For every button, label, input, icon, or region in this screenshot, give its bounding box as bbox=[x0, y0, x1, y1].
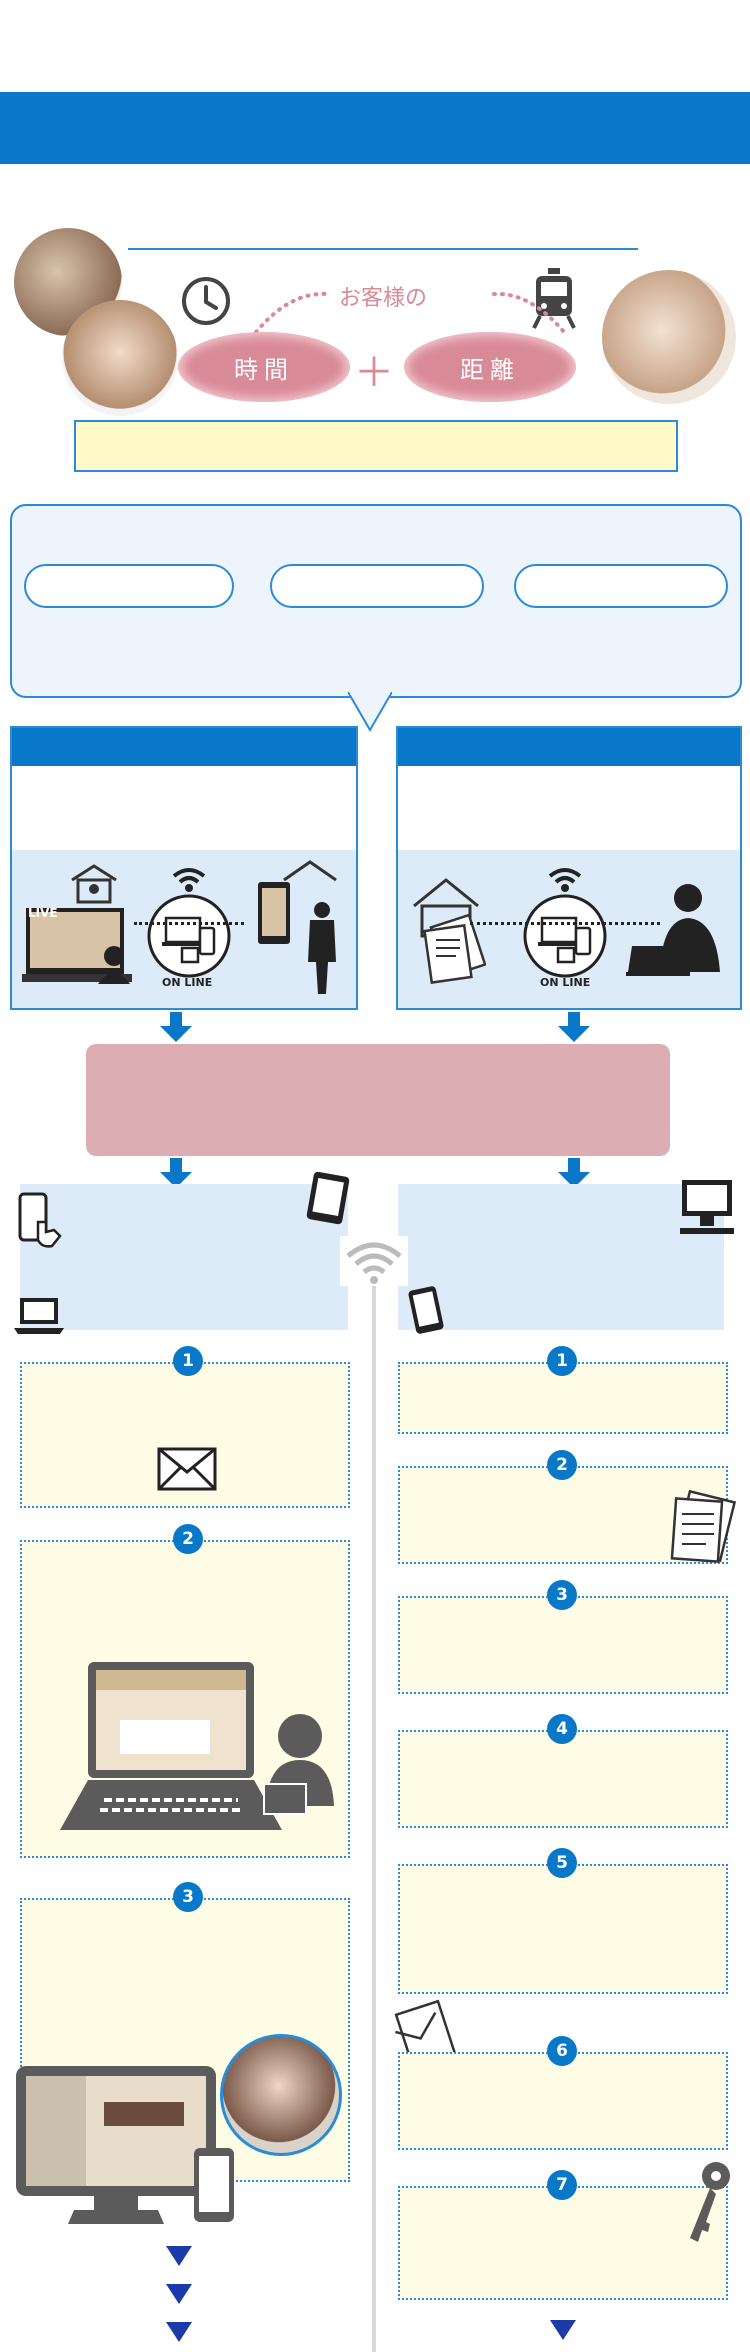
panel-left-header bbox=[12, 728, 356, 766]
center-divider bbox=[372, 1272, 376, 2352]
hero-subtitle: お客様の bbox=[338, 286, 427, 311]
plus-sign: ＋ bbox=[354, 350, 394, 396]
highlight-bar bbox=[74, 420, 678, 472]
right-step-6-number: 6 bbox=[547, 2036, 577, 2066]
right-step-6 bbox=[398, 2052, 728, 2150]
callout-slot-2 bbox=[270, 564, 484, 608]
pill-distance: 距離 bbox=[404, 332, 576, 402]
flow-header-right bbox=[398, 1184, 724, 1330]
right-step-1-number: 1 bbox=[547, 1346, 577, 1376]
online-label-right: ON LINE bbox=[540, 976, 591, 989]
panel-right bbox=[396, 726, 742, 1010]
callout-slot-1 bbox=[24, 564, 234, 608]
right-step-2-number: 2 bbox=[547, 1450, 577, 1480]
left-triangle-1 bbox=[166, 2246, 192, 2266]
smartphone-agent-icon bbox=[254, 858, 344, 994]
businessman-laptop-icon bbox=[626, 880, 728, 980]
left-step-2-number: 2 bbox=[173, 1524, 203, 1554]
woman-phone-photo bbox=[220, 2034, 342, 2156]
right-triangle bbox=[550, 2320, 576, 2340]
right-step-5-number: 5 bbox=[547, 1848, 577, 1878]
live-label: LIVE bbox=[28, 906, 58, 920]
panel-right-header bbox=[398, 728, 740, 766]
left-triangle-3 bbox=[166, 2322, 192, 2342]
smartphone-tap-icon bbox=[14, 1192, 62, 1248]
online-label-left: ON LINE bbox=[162, 976, 213, 989]
dotted-connector-right bbox=[470, 922, 660, 925]
right-step-7-number: 7 bbox=[547, 2170, 577, 2200]
dotted-connector-left bbox=[134, 922, 244, 925]
right-step-3 bbox=[398, 1596, 728, 1694]
wifi-icon bbox=[340, 1236, 408, 1286]
wifi-devices-icon bbox=[144, 862, 234, 988]
clock-icon bbox=[180, 275, 232, 327]
dotted-arc bbox=[250, 280, 570, 340]
flow-header-left bbox=[20, 1184, 348, 1330]
callout-slot-3 bbox=[514, 564, 728, 608]
pill-time: 時間 bbox=[178, 332, 350, 402]
left-step-3-number: 3 bbox=[173, 1882, 203, 1912]
left-triangle-2 bbox=[166, 2284, 192, 2304]
arrow-left-1 bbox=[160, 1012, 192, 1042]
top-banner bbox=[0, 92, 750, 164]
right-step-4 bbox=[398, 1730, 728, 1828]
laptop-icon bbox=[12, 1294, 66, 1338]
monitor-icon bbox=[678, 1178, 736, 1236]
hero-rule bbox=[128, 248, 638, 250]
right-step-4-number: 4 bbox=[547, 1714, 577, 1744]
key-icon bbox=[676, 2158, 740, 2244]
left-step-1-number: 1 bbox=[173, 1346, 203, 1376]
right-step-3-number: 3 bbox=[547, 1580, 577, 1610]
laptop-live-icon bbox=[22, 858, 142, 990]
house-document-icon bbox=[410, 876, 486, 986]
laptop-showroom-icon bbox=[60, 1660, 340, 1836]
wifi-devices-icon-right bbox=[520, 862, 610, 988]
envelope-icon bbox=[156, 1446, 218, 1492]
woman-photo bbox=[602, 270, 736, 404]
family-photo-2 bbox=[62, 300, 178, 416]
monitor-room-icon bbox=[14, 2062, 240, 2228]
callout-tail bbox=[348, 692, 392, 732]
tablet-icon-right bbox=[402, 1284, 452, 1338]
tablet-icon bbox=[306, 1170, 356, 1228]
pink-summary-box bbox=[86, 1044, 670, 1156]
document-icon bbox=[664, 1490, 744, 1568]
arrow-right-1 bbox=[558, 1012, 590, 1042]
right-step-5 bbox=[398, 1864, 728, 1994]
train-icon bbox=[530, 268, 578, 330]
